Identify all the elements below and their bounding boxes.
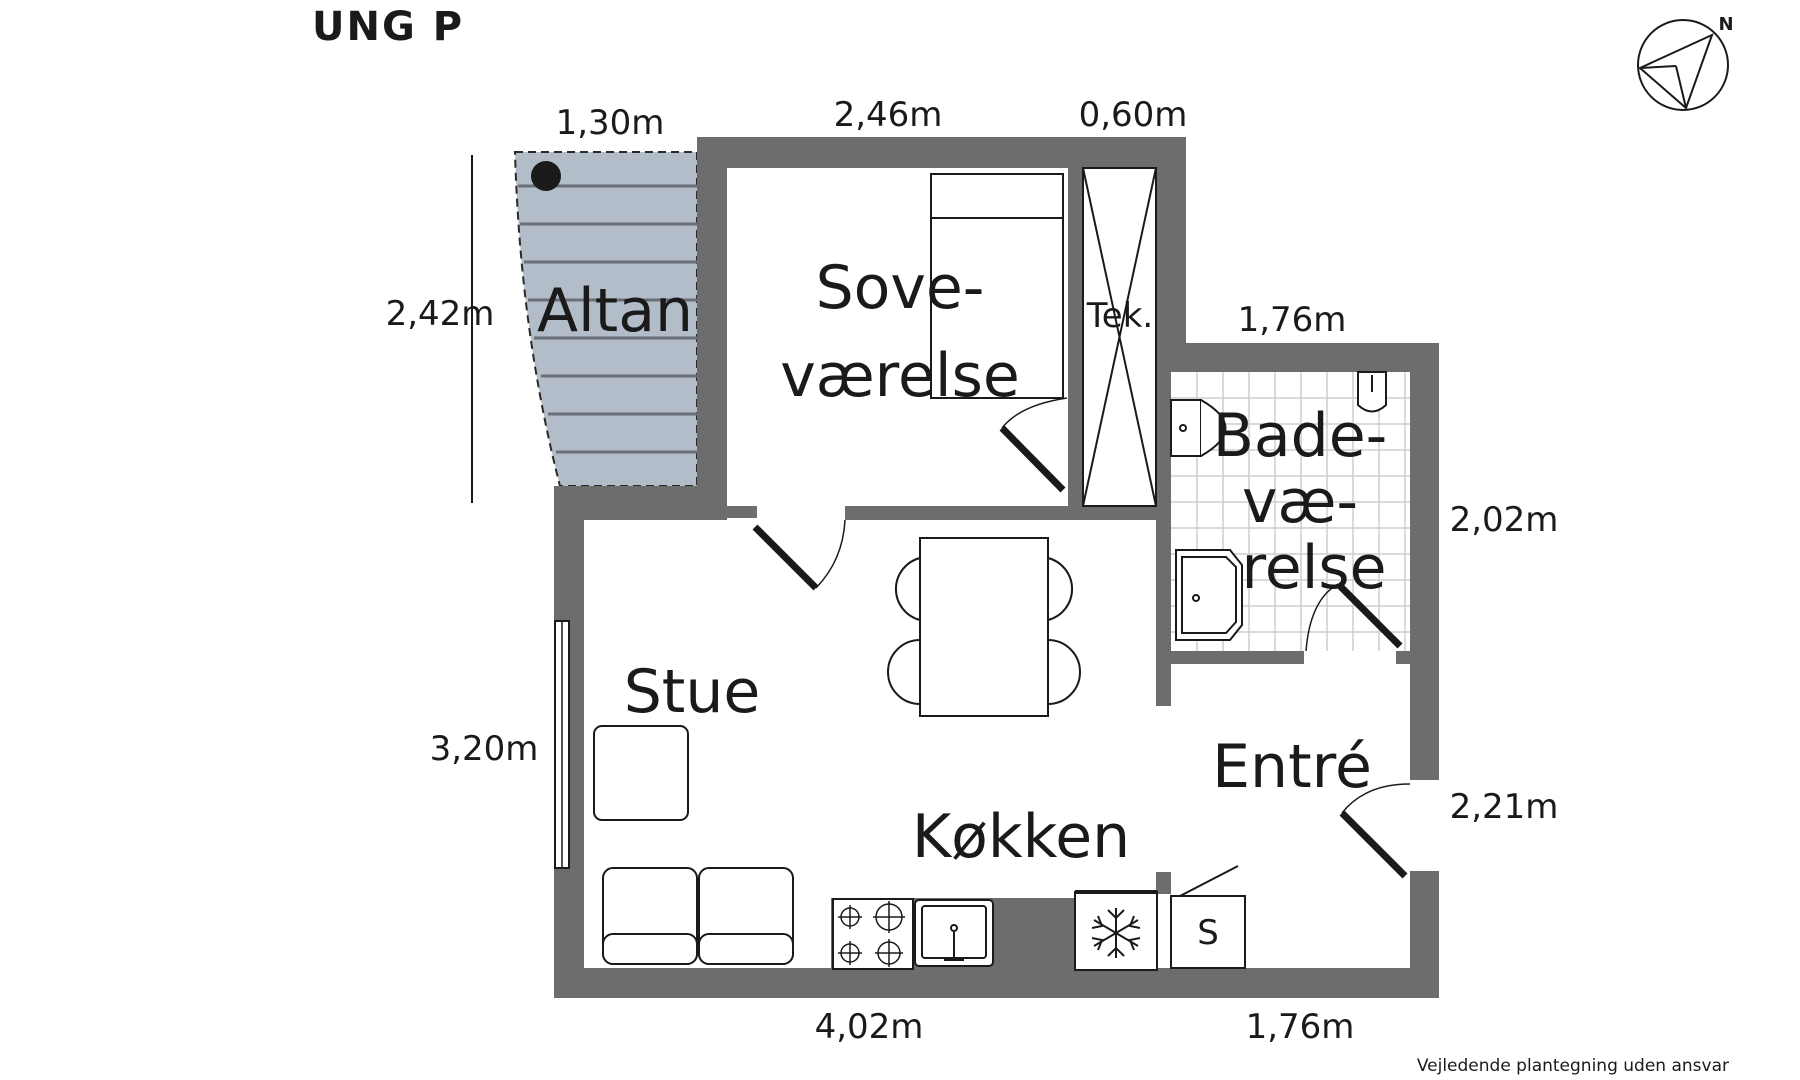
dimension-bad-width: 1,76m	[1238, 300, 1347, 340]
balcony-deck	[513, 151, 698, 487]
snowflake-icon	[1074, 890, 1158, 971]
tech-room	[1082, 167, 1157, 507]
room-label-kokken: Køkken	[912, 802, 1130, 872]
dimension-sove-width: 2,46m	[834, 95, 943, 135]
doors	[752, 397, 1411, 879]
dimension-stue-height: 3,20m	[430, 729, 539, 769]
basin-icon	[1357, 371, 1387, 413]
dimension-altan-width: 1,30m	[556, 103, 665, 143]
plan-title: UNG P	[312, 4, 465, 50]
room-label-entre: Entré	[1212, 732, 1372, 802]
sofa	[602, 867, 794, 965]
room-label-sove-1: Sove-	[816, 253, 985, 323]
dimension-bottom-left: 4,02m	[815, 1007, 924, 1047]
room-label-bad-2: væ-	[1242, 467, 1358, 537]
dining-set	[887, 537, 1081, 717]
shower-icon	[1175, 549, 1243, 641]
room-label-bad-3: relse	[1241, 533, 1386, 603]
room-label-bad-1: Bade-	[1213, 401, 1388, 471]
room-label-tek: Tek.	[1086, 296, 1153, 336]
bathroom-floor	[1170, 371, 1410, 651]
toilet-icon	[1170, 399, 1227, 457]
dimension-bottom-right: 1,76m	[1246, 1007, 1355, 1047]
dimension-altan-height: 2,42m	[386, 294, 495, 334]
room-label-altan: Altan	[537, 276, 693, 346]
walls	[554, 137, 1439, 998]
dimension-bad-height: 2,02m	[1450, 500, 1559, 540]
armchair	[593, 725, 689, 821]
storage-label: S	[1197, 913, 1219, 953]
north-label: N	[1718, 14, 1733, 35]
compass-icon: N	[1637, 14, 1734, 111]
drain-icon	[531, 161, 561, 191]
storage-closet: S	[1170, 865, 1246, 969]
kitchen-counter	[831, 890, 1158, 971]
dimension-entre-height: 2,21m	[1450, 787, 1559, 827]
disclaimer: Vejledende plantegning uden ansvar	[1416, 1056, 1729, 1076]
dimension-tek-width: 0,60m	[1079, 95, 1188, 135]
bed	[930, 173, 1064, 399]
room-label-sove-2: værelse	[780, 341, 1020, 411]
stove-icon	[832, 898, 914, 970]
sink-icon	[914, 899, 994, 967]
room-label-stue: Stue	[624, 657, 761, 727]
